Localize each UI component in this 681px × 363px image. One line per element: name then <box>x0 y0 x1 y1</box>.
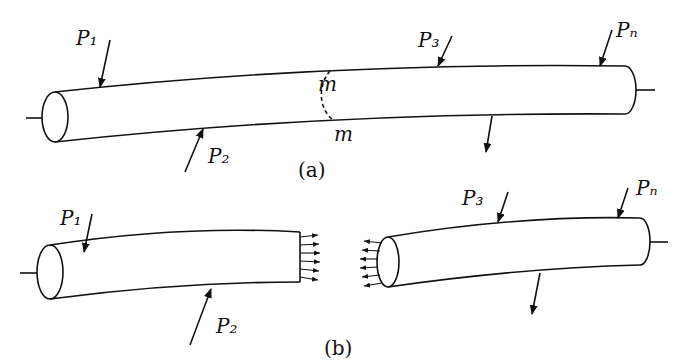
force-label: P₂ <box>216 316 237 336</box>
force-label: P₁ <box>76 28 97 48</box>
force-label: Pₙ <box>616 20 638 40</box>
section-label: m <box>318 74 337 94</box>
force-label: P₃ <box>418 30 439 50</box>
figure-label: (a) <box>298 160 326 180</box>
figure-label: (b) <box>324 338 352 358</box>
section-label: m <box>334 124 353 144</box>
force-label: Pₙ <box>636 178 658 198</box>
force-label: P₂ <box>208 146 229 166</box>
force-label: P₃ <box>462 188 483 208</box>
force-label: P₁ <box>60 208 81 228</box>
